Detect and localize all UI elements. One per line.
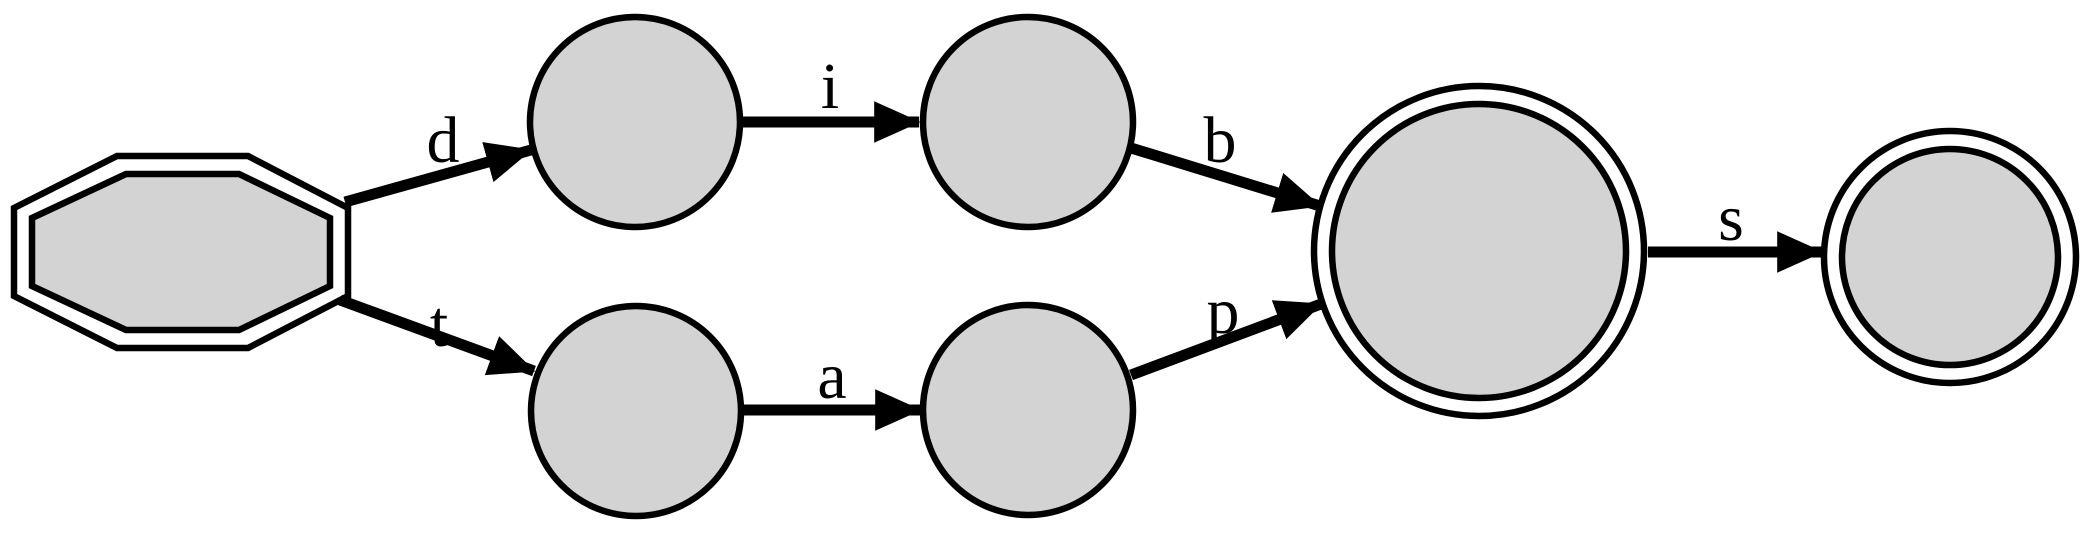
state-circle-q3 — [527, 302, 745, 520]
state-node-q5-accepting — [1310, 82, 1648, 420]
edge-label-b: b — [1204, 104, 1237, 177]
state-node-q1 — [526, 13, 744, 231]
state-circle-q4 — [919, 301, 1137, 519]
state-node-q2 — [919, 13, 1137, 231]
state-circle-q2 — [919, 13, 1137, 231]
edge-label-a: a — [817, 340, 846, 413]
edge-q1-q2: i — [741, 50, 921, 143]
start-node-inner-octagon — [28, 170, 334, 334]
edge-label-t: t — [430, 288, 448, 361]
state-circle-q1 — [526, 13, 744, 231]
edge-label-p: p — [1207, 275, 1240, 348]
edge-label-d: d — [427, 104, 460, 177]
state-node-q4 — [919, 301, 1137, 519]
edge-q0-q1: d — [343, 104, 533, 208]
edge-line-q4-q5 — [1129, 298, 1323, 381]
accept-node-inner-circle — [1328, 100, 1630, 402]
edge-label-i: i — [821, 50, 839, 123]
edge-q3-q4: a — [742, 340, 922, 431]
edge-label-s: s — [1718, 182, 1744, 255]
edge-q2-q5: b — [1129, 104, 1322, 213]
edge-q0-q3: t — [338, 288, 536, 377]
edge-q5-q6: s — [1648, 182, 1824, 273]
state-node-q3 — [527, 302, 745, 520]
final-node-inner-circle — [1838, 145, 2062, 369]
edge-line-q0-q3 — [338, 294, 536, 377]
edge-q4-q5: p — [1129, 275, 1323, 381]
state-node-q0-start — [10, 152, 352, 352]
edge-line-q0-q1 — [343, 142, 533, 208]
state-node-q6-final — [1820, 127, 2080, 387]
edge-line-q2-q5 — [1129, 142, 1322, 213]
